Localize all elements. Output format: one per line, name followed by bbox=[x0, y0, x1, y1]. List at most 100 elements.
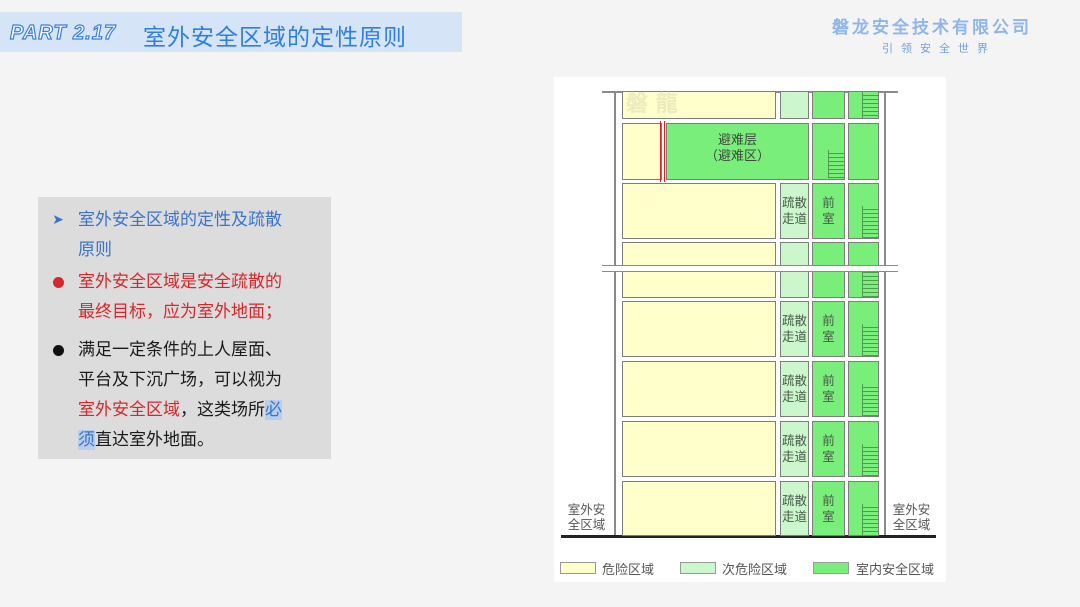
refuge-floor-text: 避难层 bbox=[717, 133, 757, 148]
legend-label-safe: 室内安全区域 bbox=[856, 563, 935, 578]
corridor-label: 疏散走道 bbox=[780, 433, 809, 465]
page-title: 室外安全区域的定性原则 bbox=[143, 25, 407, 51]
anteroom-text-2: 室 bbox=[822, 509, 835, 524]
anteroom-text-1: 前 bbox=[822, 493, 835, 508]
outdoor-right-text-1: 室外安 bbox=[892, 502, 931, 517]
arrow-bullet-icon: ➤ bbox=[52, 212, 64, 228]
left-wall bbox=[614, 91, 616, 536]
part-label: PART 2.17 bbox=[9, 21, 117, 44]
corridor-label: 疏散走道 bbox=[780, 373, 809, 405]
stairwell bbox=[848, 91, 879, 119]
hazard-zone bbox=[622, 91, 776, 119]
evacuation-corridor bbox=[780, 301, 809, 357]
anteroom-label: 前室 bbox=[812, 195, 845, 227]
corridor-text-1: 疏散 bbox=[781, 313, 807, 328]
company-slogan: 引领安全世界 bbox=[882, 42, 996, 55]
refuge-label: 避难层 （避难区） bbox=[666, 133, 809, 165]
outdoor-left-text-1: 室外安 bbox=[567, 502, 606, 517]
legend-label-hazard: 危险区域 bbox=[602, 563, 655, 578]
anteroom-text-2: 室 bbox=[822, 449, 835, 464]
bullet-3-text: ，这类场所 bbox=[180, 400, 265, 420]
corridor-text-1: 疏散 bbox=[781, 373, 807, 388]
corridor-text-1: 疏散 bbox=[781, 433, 807, 448]
anteroom bbox=[812, 481, 845, 536]
highlight-blue-text: 须 bbox=[78, 430, 95, 450]
anteroom-text-1: 前 bbox=[822, 373, 835, 388]
corridor-label: 疏散走道 bbox=[780, 493, 809, 525]
corridor-text-2: 走道 bbox=[781, 211, 807, 226]
fire-wall bbox=[660, 121, 665, 182]
stairs-icon bbox=[862, 265, 878, 297]
corridor-text-2: 走道 bbox=[781, 509, 807, 524]
ground-line bbox=[561, 535, 936, 538]
company-logo: 磐龙安全技术有限公司 bbox=[832, 18, 1032, 38]
outdoor-right-text-2: 全区域 bbox=[892, 517, 931, 532]
anteroom bbox=[812, 183, 845, 239]
stairwell bbox=[848, 361, 879, 417]
building-section-diagram: 磐 龍 避难层 （避难区） 疏散走道前室疏散走道前室疏散走道前室疏散走道前室疏散… bbox=[554, 77, 946, 582]
stairs-icon bbox=[828, 150, 844, 178]
stairs-icon bbox=[862, 92, 878, 118]
refuge-floor-zone bbox=[666, 123, 809, 180]
indoor-safe-zone bbox=[848, 123, 879, 180]
watermark: 磐 龍 bbox=[626, 92, 678, 117]
hazard-zone bbox=[622, 481, 776, 536]
evacuation-corridor bbox=[780, 183, 809, 239]
anteroom-text-2: 室 bbox=[822, 329, 835, 344]
anteroom bbox=[812, 361, 845, 417]
outdoor-safe-zone-left: 室外安 全区域 bbox=[564, 502, 609, 532]
anteroom-text-2: 室 bbox=[822, 211, 835, 226]
corridor-text-1: 疏散 bbox=[781, 493, 807, 508]
outdoor-left-text-2: 全区域 bbox=[567, 517, 606, 532]
stairwell bbox=[848, 481, 879, 536]
hazard-zone bbox=[622, 183, 776, 239]
hazard-zone bbox=[622, 361, 776, 417]
bullet-1-line-2: 原则 bbox=[78, 240, 112, 260]
red-dot-bullet-icon bbox=[52, 277, 64, 288]
legend-label-secondary: 次危险区域 bbox=[722, 563, 788, 578]
break-line bbox=[602, 265, 898, 272]
refuge-area-text: （避难区） bbox=[704, 149, 770, 164]
anteroom-label: 前室 bbox=[812, 433, 845, 465]
anteroom-text-2: 室 bbox=[822, 389, 835, 404]
hazard-zone bbox=[622, 123, 662, 180]
hazard-zone bbox=[622, 301, 776, 357]
corridor-label: 疏散走道 bbox=[780, 313, 809, 345]
stairs-icon bbox=[862, 504, 878, 535]
indoor-safe-zone bbox=[812, 91, 845, 119]
legend-swatch-hazard bbox=[560, 562, 596, 574]
evacuation-corridor bbox=[780, 361, 809, 417]
bullet-1-line-1: 室外安全区域的定性及疏散 bbox=[78, 210, 282, 230]
corridor-text-2: 走道 bbox=[781, 329, 807, 344]
legend-swatch-safe bbox=[813, 562, 849, 574]
evacuation-corridor bbox=[780, 481, 809, 536]
corridor-label: 疏散走道 bbox=[780, 195, 809, 227]
stairwell bbox=[848, 421, 879, 477]
stairwell bbox=[848, 301, 879, 357]
bullet-panel: ➤ 室外安全区域的定性及疏散 原则 室外安全区域是安全疏散的 最终目标，应为室外… bbox=[38, 197, 331, 459]
anteroom-text-1: 前 bbox=[822, 433, 835, 448]
anteroom-label: 前室 bbox=[812, 493, 845, 525]
stairwell bbox=[848, 183, 879, 239]
corridor-text-1: 疏散 bbox=[781, 195, 807, 210]
stairs-icon bbox=[862, 444, 878, 476]
anteroom-label: 前室 bbox=[812, 313, 845, 345]
highlight-blue-text: 必 bbox=[265, 400, 282, 420]
anteroom-label: 前室 bbox=[812, 373, 845, 405]
bullet-3-line-3: 室外安全区域，这类场所必 bbox=[78, 395, 328, 425]
bullet-3-line-2: 平台及下沉广场，可以视为 bbox=[78, 370, 282, 390]
bullet-2-line-2: 最终目标，应为室外地面； bbox=[78, 302, 282, 322]
bullet-3-line-4: 须直达室外地面。 bbox=[78, 425, 328, 455]
bullet-2-line-1: 室外安全区域是安全疏散的 bbox=[78, 272, 282, 292]
title-bar bbox=[0, 12, 462, 52]
evacuation-corridor bbox=[780, 421, 809, 477]
black-dot-bullet-icon bbox=[52, 345, 64, 356]
stairs-icon bbox=[862, 324, 878, 356]
right-wall bbox=[884, 91, 886, 536]
anteroom-text-1: 前 bbox=[822, 195, 835, 210]
corridor-text-2: 走道 bbox=[781, 449, 807, 464]
stairwell bbox=[812, 123, 845, 180]
hazard-zone bbox=[622, 421, 776, 477]
corridor-text-2: 走道 bbox=[781, 389, 807, 404]
bullet-3-line-1: 满足一定条件的上人屋面、 bbox=[78, 340, 282, 360]
